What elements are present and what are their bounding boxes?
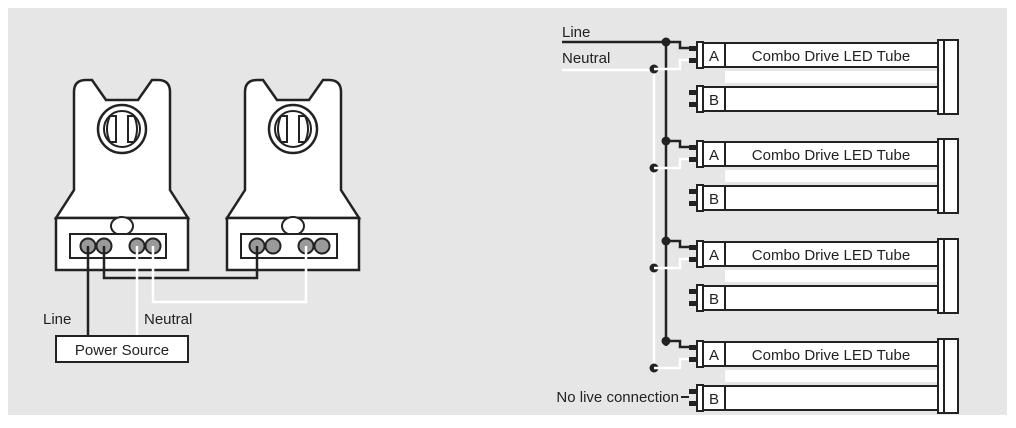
tube-body-bottom bbox=[724, 285, 939, 311]
tube-label: Combo Drive LED Tube bbox=[752, 48, 910, 65]
tube-pin bbox=[689, 189, 697, 194]
tube-pin bbox=[689, 301, 697, 306]
tube-pin bbox=[689, 157, 697, 162]
tube-body-top bbox=[724, 241, 939, 267]
tube-end-cap bbox=[937, 238, 959, 314]
end-a-label: A bbox=[709, 347, 719, 364]
tube-pin bbox=[689, 90, 697, 95]
neutral-wire bbox=[151, 246, 308, 304]
line-label: Line bbox=[43, 311, 71, 328]
socket-slot-icon bbox=[267, 103, 319, 155]
terminal-pin bbox=[313, 237, 331, 255]
line-bus-label: Line bbox=[562, 24, 590, 41]
neutral-label: Neutral bbox=[144, 311, 192, 328]
tube-label: Combo Drive LED Tube bbox=[752, 147, 910, 164]
tube-pin bbox=[689, 245, 697, 250]
tube-label: Combo Drive LED Tube bbox=[752, 247, 910, 264]
power-source-box bbox=[55, 335, 189, 363]
mount-hole bbox=[281, 216, 305, 236]
end-b-label: B bbox=[709, 191, 719, 208]
end-b-label: B bbox=[709, 92, 719, 109]
tube-end-cap bbox=[937, 39, 959, 115]
neutral-feed-wire bbox=[654, 357, 690, 370]
tube-pin bbox=[689, 58, 697, 63]
tube-pin bbox=[689, 102, 697, 107]
tube-pin bbox=[689, 401, 697, 406]
tube-pin bbox=[689, 201, 697, 206]
tube-pin bbox=[689, 145, 697, 150]
jumper-wire bbox=[102, 246, 259, 280]
tube-pin bbox=[689, 257, 697, 262]
neutral-feed-wire bbox=[654, 58, 690, 71]
socket-slot-icon bbox=[96, 103, 148, 155]
tube-end-cap bbox=[937, 338, 959, 414]
end-b-label: B bbox=[709, 391, 719, 408]
tube-pin bbox=[689, 345, 697, 350]
end-a-label: A bbox=[709, 147, 719, 164]
neutral-bus-label: Neutral bbox=[562, 50, 610, 67]
tube-body-bottom bbox=[724, 385, 939, 411]
tube-body-bottom bbox=[724, 86, 939, 112]
lampholder-left bbox=[53, 78, 191, 272]
tube-end-cap bbox=[937, 138, 959, 214]
line-feed-wire bbox=[666, 40, 690, 50]
tube-label: Combo Drive LED Tube bbox=[752, 347, 910, 364]
tube-body-bottom bbox=[724, 185, 939, 211]
no-live-connection-label: No live connection bbox=[556, 389, 679, 406]
power-source-label: Power Source bbox=[75, 342, 169, 359]
lampholder-diagram: Line Neutral Power Source bbox=[43, 78, 362, 363]
terminal-pin bbox=[264, 237, 282, 255]
line-feed-wire bbox=[666, 139, 690, 149]
end-a-label: A bbox=[709, 48, 719, 65]
end-b-label: B bbox=[709, 291, 719, 308]
tube-pin bbox=[689, 289, 697, 294]
tube-pin bbox=[689, 357, 697, 362]
end-a-label: A bbox=[709, 247, 719, 264]
tube-pin bbox=[689, 389, 697, 394]
neutral-feed-wire bbox=[654, 257, 690, 270]
line-feed-wire bbox=[666, 239, 690, 249]
tube-body-top bbox=[724, 42, 939, 68]
neutral-feed-wire bbox=[654, 157, 690, 170]
line-feed-wire bbox=[666, 339, 690, 349]
lampholder-right bbox=[224, 78, 362, 272]
tube-pin bbox=[689, 46, 697, 51]
mount-hole bbox=[110, 216, 134, 236]
